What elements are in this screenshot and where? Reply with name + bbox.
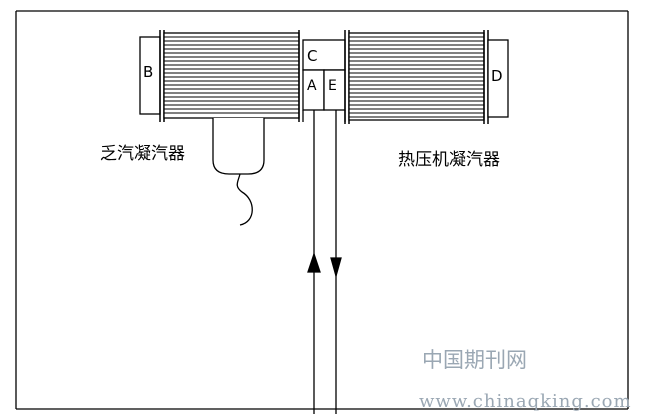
left-condenser	[139, 30, 300, 226]
right-condenser	[344, 30, 509, 124]
hotwell	[212, 118, 265, 175]
label-b: B	[143, 63, 154, 81]
label-d: D	[491, 67, 503, 85]
down-arrow	[330, 257, 342, 279]
label-e: E	[328, 78, 337, 94]
caption-right-condenser: 热压机凝汽器	[398, 150, 500, 170]
label-c: C	[307, 47, 318, 65]
caption-left-condenser: 乏汽凝汽器	[100, 144, 185, 164]
watermark-url: www.chinaqking.com	[419, 391, 632, 412]
pipes	[307, 110, 342, 414]
watermark-title: 中国期刊网	[422, 348, 527, 372]
label-a: A	[307, 78, 317, 94]
end-box-d	[487, 39, 509, 118]
up-arrow	[307, 251, 321, 273]
drain-pipe	[236, 173, 253, 226]
outer-frame	[15, 10, 629, 410]
